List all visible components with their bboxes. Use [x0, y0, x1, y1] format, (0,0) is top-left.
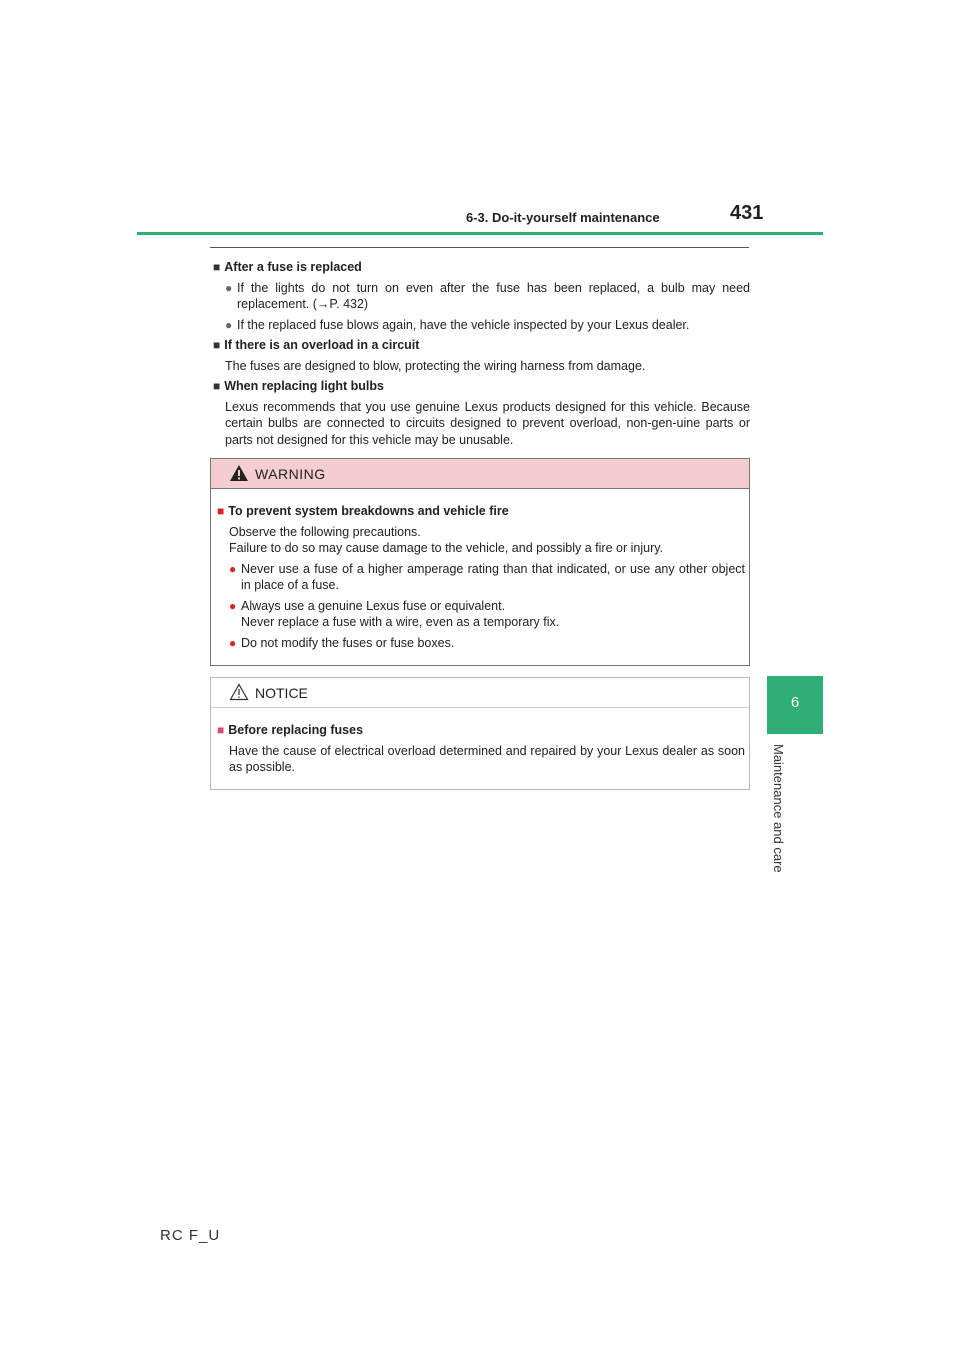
header-rule [137, 232, 823, 235]
section-heading: When replacing light bulbs [224, 379, 384, 393]
notice-box: NOTICE ■Before replacing fuses Have the … [210, 677, 750, 790]
warning-box: WARNING ■To prevent system breakdowns an… [210, 458, 750, 666]
square-bullet-icon: ■ [213, 338, 221, 352]
circle-bullet-icon: ● [229, 598, 237, 613]
notice-title: NOTICE [255, 685, 308, 701]
square-bullet-icon: ■ [213, 260, 221, 274]
circle-bullet-icon: ● [229, 635, 237, 650]
warning-triangle-icon [230, 465, 248, 481]
warning-intro-line: Observe the following precautions. [229, 524, 421, 539]
square-bullet-icon: ■ [217, 504, 225, 518]
circle-bullet-icon: ● [229, 561, 237, 576]
square-bullet-icon: ■ [213, 379, 221, 393]
footer-code: RC F_U [160, 1227, 221, 1244]
section-bulbs: ■When replacing light bulbs Lexus recomm… [213, 378, 750, 448]
page-number: 431 [730, 202, 764, 224]
caution-triangle-icon [229, 683, 249, 701]
bullet-text: Never use a fuse of a higher amperage ra… [241, 561, 745, 593]
bullet-text: Always use a genuine Lexus fuse or equiv… [241, 598, 506, 613]
section-body: The fuses are designed to blow, protecti… [225, 358, 646, 373]
section-fuse-replaced: ■After a fuse is replaced ● If the lights… [213, 259, 750, 333]
circle-bullet-icon: ● [225, 317, 233, 332]
warning-body: ■To prevent system breakdowns and vehicl… [217, 503, 745, 655]
notice-heading: Before replacing fuses [228, 723, 364, 737]
bullet-text-group: Always use a genuine Lexus fuse or equiv… [241, 598, 559, 631]
warning-intro-line: Failure to do so may cause damage to the… [229, 541, 664, 555]
section-body: Lexus recommends that you use genuine Le… [225, 399, 750, 447]
warning-heading: To prevent system breakdowns and vehicle… [228, 504, 509, 518]
chapter-number: 6 [790, 694, 800, 711]
header-section-title: 6-3. Do-it-yourself maintenance [466, 210, 660, 225]
bullet-text: If the lights do not turn on even after … [237, 280, 750, 312]
notice-header: NOTICE [211, 678, 749, 708]
content-rule [210, 247, 749, 248]
warning-header: WARNING [211, 459, 749, 489]
bullet-text: If the replaced fuse blows again, have t… [237, 317, 690, 332]
section-heading: If there is an overload in a circuit [224, 338, 420, 352]
warning-intro: Observe the following precautions. Failu… [229, 524, 745, 557]
circle-bullet-icon: ● [225, 280, 233, 295]
chapter-label: Maintenance and care [771, 744, 786, 873]
notice-body: ■Before replacing fuses Have the cause o… [217, 722, 745, 780]
square-bullet-icon: ■ [217, 723, 225, 737]
bullet-text: Never replace a fuse with a wire, even a… [241, 615, 560, 629]
warning-title: WARNING [255, 466, 326, 482]
content-body: ■After a fuse is replaced ●If the lights… [213, 259, 750, 452]
section-heading: After a fuse is replaced [224, 260, 362, 274]
bullet-text: Do not modify the fuses or fuse boxes. [241, 635, 455, 650]
section-overload: ■If there is an overload in a circuit Th… [213, 337, 750, 374]
chapter-tab: 6 [767, 676, 823, 734]
notice-text: Have the cause of electrical overload de… [229, 743, 745, 775]
